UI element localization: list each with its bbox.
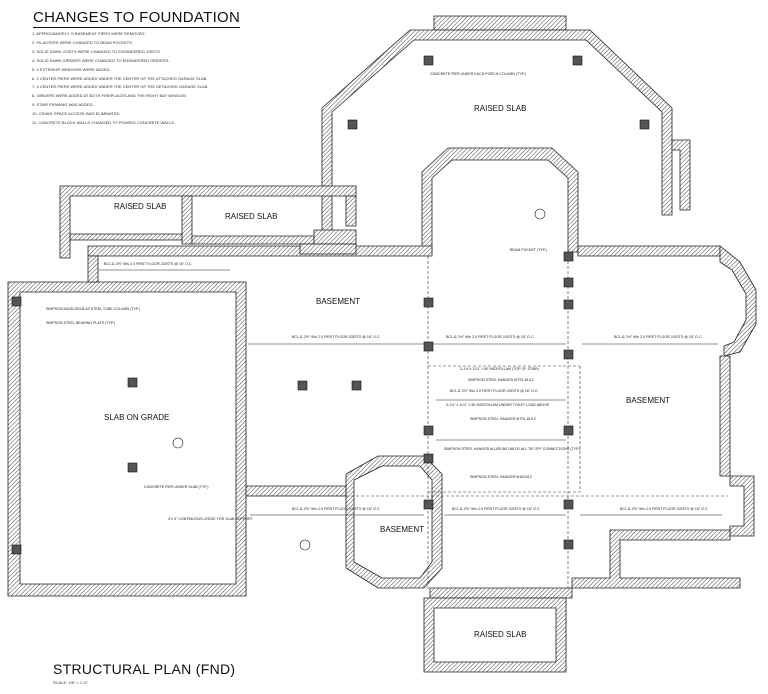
wall-left-slab-outer <box>59 185 357 259</box>
wall-bay-octagon <box>421 147 579 253</box>
room-label: SLAB ON GRADE <box>104 413 169 422</box>
annotation: BCI-11 2½" 90s 2.0 FIRST FLOOR JOISTS @ … <box>446 335 535 339</box>
annotation: SIMPSON STEEL HANGER #HUS412 <box>470 475 532 479</box>
pier <box>423 425 434 436</box>
annotation: BCI-11 2½" 90s 2.0 FIRST FLOOR JOISTS @ … <box>614 335 703 339</box>
wall-small-notch <box>299 243 357 255</box>
annotation: BCI-11 2½" 90s 2.0 FIRST FLOOR JOISTS @ … <box>450 389 539 393</box>
span-arrows <box>98 269 722 516</box>
wall-right-side <box>719 355 731 477</box>
wall-left-slab-split <box>181 195 193 245</box>
note-item: 10. CRAWL SPACE ACCESS WAS ELIMINATED. <box>32 111 121 117</box>
section-marker-icon <box>172 437 184 449</box>
concrete-piers <box>11 55 650 555</box>
annotation: CONCRETE PIER UNDER EACH PORCH COLUMN (T… <box>430 72 526 76</box>
notes-title: CHANGES TO FOUNDATION <box>33 9 241 28</box>
room-label: BASEMENT <box>626 396 670 405</box>
wall-porch-top <box>433 15 567 31</box>
note-item: 6. 2 CENTER PIERS WERE ADDED UNDER THE C… <box>32 75 208 81</box>
annotation: 3-1¾" x 11⅞" 1.9E MICROLLAM UNDER TOILET… <box>446 403 550 407</box>
wall-octagon-basement <box>345 455 443 589</box>
note-item: 3. SOLID SAWN JOISTS WERE CHANGED TO ENG… <box>32 48 162 54</box>
pier <box>563 539 574 550</box>
annotation: SIMPSON STEEL HANGER #ITS1.81/12 <box>468 378 534 382</box>
wall-right-bump <box>729 475 755 537</box>
note-item: 4. SOLID SAWN GIRDERS WERE CHANGED TO EN… <box>32 57 170 63</box>
room-label: BASEMENT <box>380 525 424 534</box>
wall-slab-grade <box>7 281 247 597</box>
pier <box>563 277 574 288</box>
annotation: SIMPSON STEEL BEARING PLATE (TYP.) <box>46 321 115 325</box>
wall-bottom-center <box>429 587 573 599</box>
annotation: BCI-11 2½" 90s 2.0 FIRST FLOOR JOISTS @ … <box>620 507 709 511</box>
wall-left-connector <box>87 255 99 283</box>
pier <box>423 341 434 352</box>
pier <box>572 55 583 66</box>
foundation-walls <box>7 15 757 673</box>
room-label: RAISED SLAB <box>474 630 526 639</box>
pier <box>127 377 138 388</box>
section-marker-icon <box>299 539 311 551</box>
note-item: 9. STAIR FRAMING WAS ADDED. <box>32 102 94 108</box>
wall-right-bay <box>719 245 757 357</box>
note-item: 1. APPROXIMATELY ½ BASEMENT PIERS WERE R… <box>32 31 146 36</box>
annotation: SIMPSON STEEL HANGER #LUS5.56/1.88-R1 AL… <box>444 447 580 451</box>
pier <box>423 453 434 464</box>
wall-porch-right-step <box>671 139 691 211</box>
wall-raised-bottom <box>423 597 567 673</box>
wall-step-notch <box>313 229 357 245</box>
room-label: BASEMENT <box>316 297 360 306</box>
pier <box>563 299 574 310</box>
pier <box>639 119 650 130</box>
pier <box>563 349 574 360</box>
foundation-change-notes: 1. APPROXIMATELY ½ BASEMENT PIERS WERE R… <box>32 30 208 128</box>
room-label: RAISED SLAB <box>225 212 277 221</box>
annotation: BEAM POCKET (TYP.) <box>510 248 547 252</box>
note-item: 8. GIRDERS WERE ADDED AT BOTH FIREPLACES… <box>32 93 187 99</box>
note-item: 11. CONCRETE BLOCK WALLS CHANGED TO POUR… <box>32 120 176 126</box>
wall-basement-bottom <box>245 485 347 497</box>
note-item: 5. 4 EXTERIOR WINDOWS WERE ADDED. <box>32 66 111 72</box>
pier <box>563 425 574 436</box>
annotation: BCI-11 2½" 90s 2.0 FIRST FLOOR JOISTS @ … <box>452 507 541 511</box>
annotation: SIMPSON STEEL HANGER #ITS1.81/12 <box>470 417 536 421</box>
annotation: BCI-11 2½" 90s 2.0 FIRST FLOOR JOISTS @ … <box>104 262 193 266</box>
note-item: 2. PILASTERS WERE CHANGED TO BEAM POCKET… <box>32 39 133 45</box>
pier <box>351 380 362 391</box>
wall-left-slab-bottom <box>69 233 183 241</box>
pier <box>423 55 434 66</box>
section-marker-icon <box>534 208 546 220</box>
annotation: BCI-11 2½" 90s 2.0 FIRST FLOOR JOISTS @ … <box>292 507 381 511</box>
wall-left-slab-right <box>345 195 357 227</box>
plan-title: STRUCTURAL PLAN (FND) <box>53 661 236 677</box>
wall-basement-top <box>87 245 433 257</box>
room-label: RAISED SLAB <box>114 202 166 211</box>
wall-left-slab-bottom2 <box>191 235 315 245</box>
pier <box>11 544 22 555</box>
annotation: BCI-11 2½" 90s 2.0 FIRST FLOOR JOISTS @ … <box>292 335 381 339</box>
wall-basement-top-right <box>577 245 721 257</box>
annotation: 3-1¾"x 11⅞" 1.9E MICROLLAM (TOP OF STAIR… <box>460 367 539 371</box>
pier <box>423 499 434 510</box>
pier <box>563 499 574 510</box>
pier <box>563 251 574 262</box>
annotation: CONCRETE PIER UNDER SLAB (TYP.) <box>144 485 208 489</box>
wall-right-bottom <box>571 529 741 589</box>
beam-lines <box>246 256 728 590</box>
pier <box>11 296 22 307</box>
pier <box>297 380 308 391</box>
room-label: RAISED SLAB <box>474 104 526 113</box>
wall-porch-nw <box>321 29 673 241</box>
section-markers <box>172 208 546 551</box>
pier <box>423 297 434 308</box>
annotation: SIMPSON A5OD-GRLB-4S STEEL TUBE COLUMN (… <box>46 307 140 311</box>
note-item: 7. 4 CENTER PIERS WERE ADDED UNDER THE C… <box>32 84 209 90</box>
annotation: 4"x 4" CONTINUOUS LEDGE FOR SLAB SUPPORT <box>168 517 254 521</box>
pier <box>127 462 138 473</box>
pier <box>347 119 358 130</box>
plan-scale: SCALE: 1/8" = 1'-0" <box>53 680 88 685</box>
